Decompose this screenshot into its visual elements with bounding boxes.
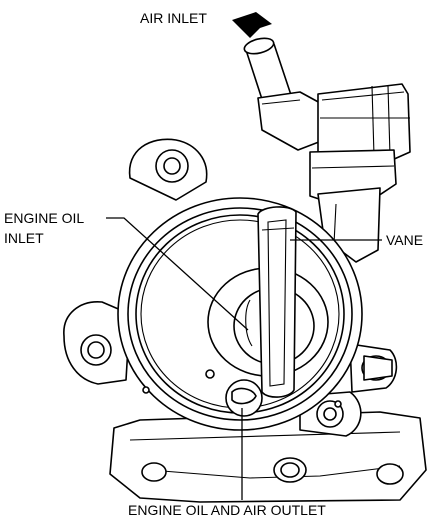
outlet-label: ENGINE OIL AND AIR OUTLET (128, 502, 326, 518)
air-inlet-pipe (243, 37, 325, 151)
outlet-port (225, 379, 263, 417)
leader-lines (106, 217, 382, 500)
arrow-down-left-icon (232, 12, 272, 38)
vane-label: VANE (386, 232, 423, 248)
side-bolt (363, 355, 393, 381)
housing-holes (142, 369, 342, 408)
engine-oil-inlet-label-line1: ENGINE OIL (4, 210, 84, 226)
banjo-fitting (309, 83, 411, 207)
air-inlet-label: AIR INLET (140, 10, 207, 26)
engine-oil-inlet-label-line2: INLET (4, 230, 44, 246)
vane (257, 206, 297, 398)
